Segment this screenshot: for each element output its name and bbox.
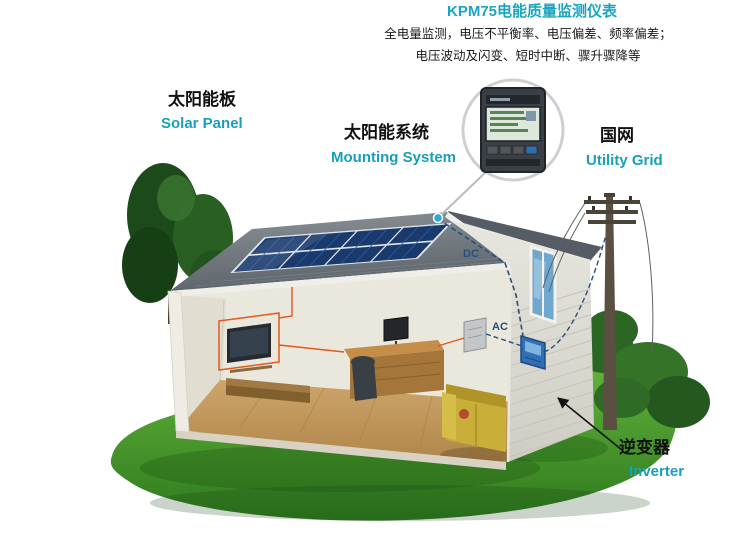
roof-connection-dot (432, 212, 444, 224)
interior-wiring (278, 276, 465, 353)
utility-pole (542, 193, 654, 430)
ac-panel-box (463, 317, 487, 353)
sofa (440, 384, 516, 463)
bench (226, 378, 310, 403)
inverter-label-zh: 逆变器 (619, 438, 670, 457)
inverter-box (520, 335, 546, 370)
dc-label: DC (463, 248, 479, 260)
subtitle-line-2: 电压波动及闪变、短时中断、骤升骤降等 (415, 49, 641, 63)
solar-panel-label-en: Solar Panel (161, 115, 243, 132)
page-title: KPM75电能质量监测仪表 (446, 3, 618, 20)
left-wall-edge (167, 290, 190, 433)
solar-panel-label-zh: 太阳能板 (168, 90, 236, 109)
inverter-arrow (557, 397, 623, 451)
power-meter-device (480, 87, 546, 173)
interior-floor (178, 380, 514, 463)
house-interior (176, 268, 516, 470)
inverter-label-en: Inverter (629, 463, 685, 480)
meter-pointer-line (439, 169, 489, 217)
desk (344, 316, 444, 401)
ac-wire (485, 234, 607, 353)
utility-grid-label-zh: 国网 (600, 126, 634, 145)
roof (170, 211, 602, 297)
tv (218, 312, 280, 373)
subtitle-line-1: 全电量监测，电压不平衡率、电压偏差、频率偏差； (384, 27, 672, 41)
dc-wire (437, 218, 524, 337)
mounting-system-label-en: Mounting System (331, 149, 457, 166)
ac-label: AC (492, 321, 508, 333)
utility-grid-label-en: Utility Grid (586, 152, 663, 169)
solar-panel-array (230, 222, 452, 274)
mounting-system-label-zh: 太阳能系统 (344, 123, 429, 142)
window (529, 245, 557, 325)
